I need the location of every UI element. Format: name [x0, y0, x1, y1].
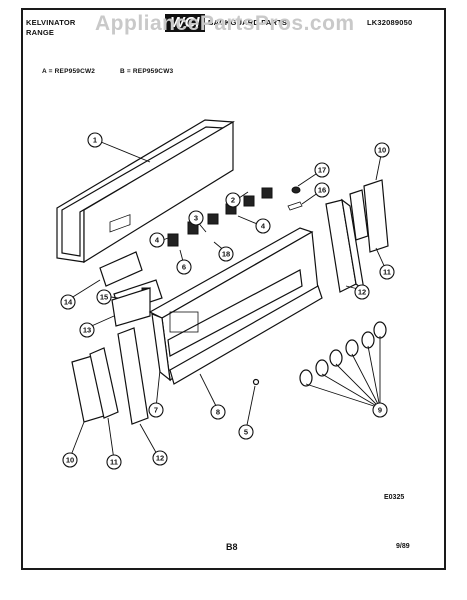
svg-text:9: 9	[378, 406, 382, 415]
page-frame	[21, 8, 446, 570]
callout-12b: 12	[152, 450, 168, 466]
svg-text:12: 12	[358, 288, 366, 297]
svg-text:16: 16	[318, 186, 326, 195]
brand-label: KELVINATOR	[26, 18, 76, 27]
svg-text:1: 1	[93, 136, 97, 145]
right-bracket-part	[349, 179, 389, 253]
svg-text:15: 15	[100, 293, 108, 302]
model-a-label: A = REP959CW2	[42, 68, 96, 75]
switch-part	[167, 187, 273, 247]
svg-text:13: 13	[83, 326, 91, 335]
callout-5: 5	[238, 424, 254, 440]
callout-11a: 11	[379, 264, 395, 280]
trim-plate-part	[111, 287, 151, 327]
svg-text:7: 7	[154, 406, 158, 415]
knob-part	[299, 321, 387, 387]
revision-date: 9/89	[396, 543, 410, 550]
svg-text:14: 14	[64, 298, 73, 307]
svg-text:10: 10	[378, 146, 386, 155]
callout-11b: 11	[106, 454, 122, 470]
callout-15: 15	[96, 289, 112, 305]
callout-2: 2	[225, 192, 241, 208]
callout-17: 17	[314, 162, 330, 178]
callout-4a: 4	[149, 232, 165, 248]
svg-text:10: 10	[66, 456, 74, 465]
callout-8: 8	[210, 404, 226, 420]
wci-logo: WCI	[165, 14, 205, 32]
svg-text:4: 4	[261, 222, 266, 231]
callout-1: 1	[87, 132, 103, 148]
control-panel-part	[148, 227, 323, 385]
callout-13: 13	[79, 322, 95, 338]
right-end-cap-part	[325, 198, 365, 293]
svg-text:8: 8	[216, 408, 220, 417]
svg-text:3: 3	[194, 214, 198, 223]
left-bracket-part	[71, 327, 149, 425]
diagram-title: BACKGUARD PARTS	[208, 18, 288, 27]
model-b-label: B = REP959CW3	[120, 68, 174, 75]
callout-10b: 10	[62, 452, 78, 468]
callout-10a: 10	[374, 142, 390, 158]
watermark: AppliancePartsPros.com	[95, 12, 355, 35]
callout-16: 16	[314, 182, 330, 198]
callout-7: 7	[148, 402, 164, 418]
callout-18: 18	[218, 246, 234, 262]
callout-9: 9	[372, 402, 388, 418]
glass-panel-part	[56, 119, 235, 264]
clock-part	[99, 214, 143, 287]
document-number: LK32089050	[367, 18, 413, 27]
page-number: B8	[226, 542, 238, 552]
callout-6: 6	[176, 259, 192, 275]
callout-12a: 12	[354, 284, 370, 300]
svg-text:17: 17	[318, 166, 326, 175]
product-label: RANGE	[26, 28, 55, 37]
screw-part	[252, 186, 303, 386]
callout-3: 3	[188, 210, 204, 226]
svg-text:12: 12	[156, 454, 164, 463]
svg-text:5: 5	[244, 428, 248, 437]
svg-text:18: 18	[222, 250, 230, 259]
callout-4b: 4	[255, 218, 271, 234]
callout-14: 14	[60, 294, 76, 310]
svg-text:4: 4	[155, 236, 160, 245]
figure-code: E0325	[384, 494, 405, 501]
svg-text:2: 2	[231, 196, 235, 205]
svg-text:6: 6	[182, 263, 186, 272]
svg-text:11: 11	[383, 268, 391, 277]
svg-text:11: 11	[110, 458, 118, 467]
